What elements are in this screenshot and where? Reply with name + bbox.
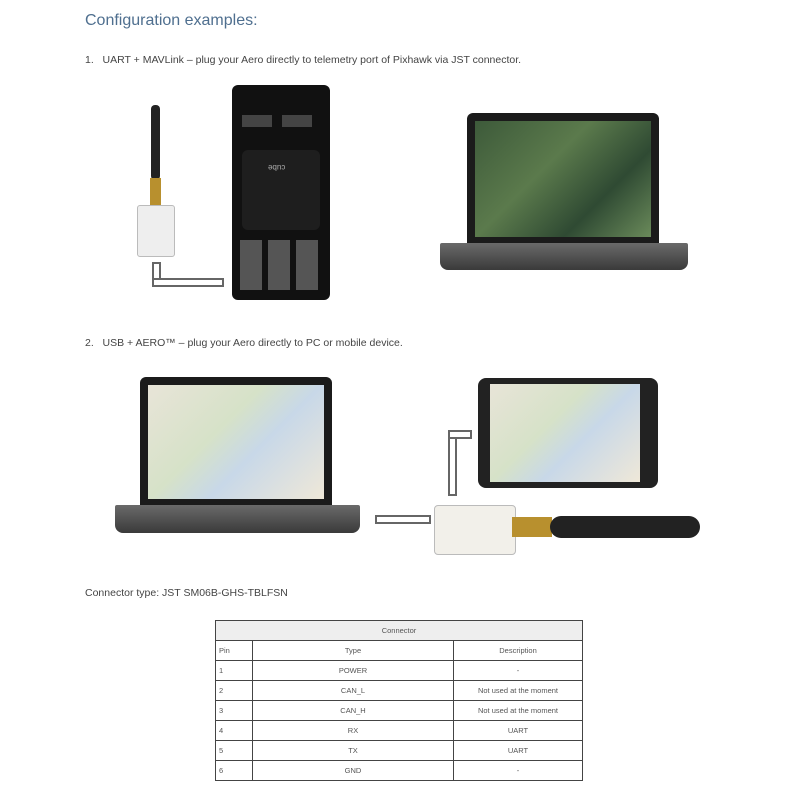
pin-cell: 6 (215, 760, 253, 781)
header-description: Description (453, 640, 583, 661)
header-pin: Pin (215, 640, 253, 661)
pin-cell: 3 (215, 700, 253, 721)
pin-cell: 2 (215, 680, 253, 701)
pixhawk-logo: cube (268, 163, 286, 172)
laptop-base (440, 243, 688, 270)
description-cell: - (453, 660, 583, 681)
item-number: 2. (85, 337, 94, 349)
item-text: USB + AERO™ – plug your Aero directly to… (102, 337, 403, 349)
description-cell: Not used at the moment (453, 700, 583, 721)
laptop-base (115, 505, 360, 533)
arrow-left-icon (375, 515, 431, 524)
item-number: 1. (85, 54, 94, 66)
antenna-image (550, 516, 700, 538)
description-cell: UART (453, 720, 583, 741)
table-title: Connector (215, 620, 583, 641)
arrow-icon (152, 262, 161, 286)
pin-cell: 1 (215, 660, 253, 681)
page-heading: Configuration examples: (85, 12, 258, 29)
config-item-2: 2. USB + AERO™ – plug your Aero directly… (85, 337, 403, 349)
antenna-connector-image (512, 517, 552, 537)
laptop-image-2 (140, 377, 332, 505)
description-cell: - (453, 760, 583, 781)
aero-module-image (434, 505, 516, 555)
pin-cell: 4 (215, 720, 253, 741)
laptop-image-1 (467, 113, 659, 243)
config-item-1: 1. UART + MAVLink – plug your Aero direc… (85, 54, 521, 66)
tablet-image (478, 378, 658, 488)
pixhawk-image: cube (232, 85, 330, 300)
antenna-image (151, 105, 160, 180)
pin-cell: 5 (215, 740, 253, 761)
antenna-connector-image (150, 178, 161, 208)
arrow-right-icon (448, 430, 472, 439)
aero-module-image (137, 205, 175, 257)
description-cell: UART (453, 740, 583, 761)
type-cell: CAN_H (252, 700, 454, 721)
connector-type-text: Connector type: JST SM06B-GHS-TBLFSN (85, 587, 288, 599)
description-cell: Not used at the moment (453, 680, 583, 701)
arrow-right-icon (152, 278, 224, 287)
type-cell: GND (252, 760, 454, 781)
type-cell: TX (252, 740, 454, 761)
item-text: UART + MAVLink – plug your Aero directly… (102, 54, 522, 66)
type-cell: POWER (252, 660, 454, 681)
header-type: Type (252, 640, 454, 661)
type-cell: RX (252, 720, 454, 741)
type-cell: CAN_L (252, 680, 454, 701)
arrow-up-icon (448, 432, 457, 496)
